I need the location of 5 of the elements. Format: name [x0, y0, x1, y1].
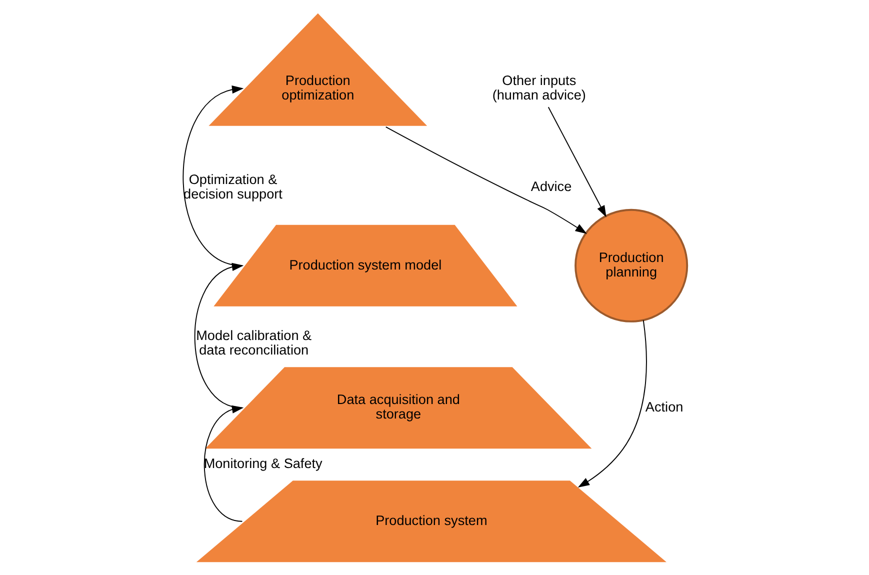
node-text: Other inputs (human advice): [492, 72, 586, 102]
edge-label: Advice: [530, 179, 572, 194]
edge-label: Monitoring & Safety: [203, 456, 322, 472]
edge-label: Model calibration & data reconciliation: [196, 328, 312, 358]
edge-label: Action: [644, 399, 683, 414]
